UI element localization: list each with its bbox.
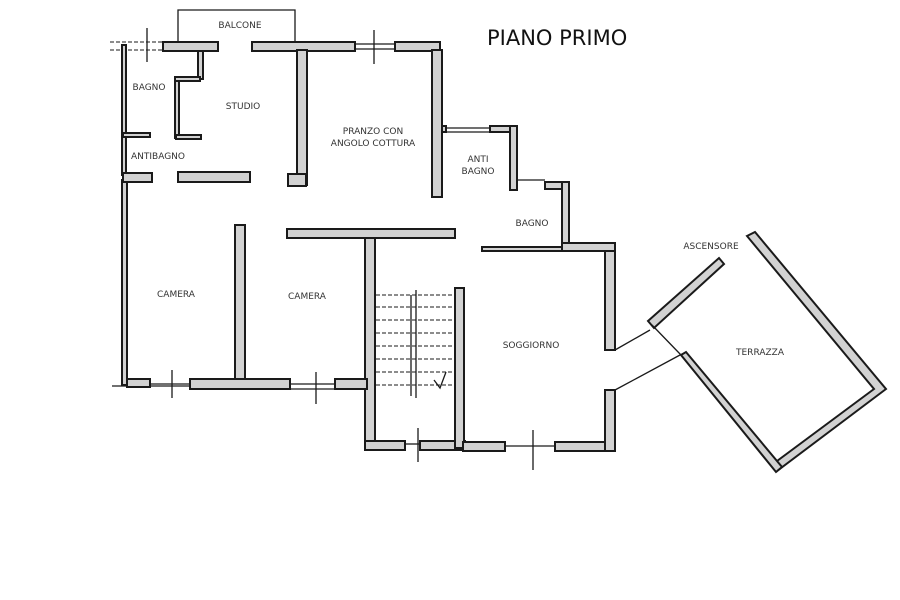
terrace-walls (614, 230, 888, 474)
room-label-bagno: BAGNO (133, 83, 166, 93)
room-label-terrazza: TERRAZZA (735, 348, 785, 358)
room-label-pranzo: PRANZO CON (343, 127, 403, 137)
room-label-camera-1: CAMERA (157, 290, 196, 300)
room-label-anti: ANTI (467, 155, 488, 165)
room-label-anti-bagno: BAGNO (462, 167, 495, 177)
room-label-bagno-2: BAGNO (516, 219, 549, 229)
room-label-antibagno: ANTIBAGNO (131, 152, 185, 162)
room-label-ascensore: ASCENSORE (683, 242, 739, 252)
room-label-soggiorno: SOGGIORNO (503, 341, 560, 351)
room-label-studio: STUDIO (226, 102, 260, 112)
room-label-balcone: BALCONE (218, 21, 261, 31)
room-label-camera-2: CAMERA (288, 292, 327, 302)
balcony-outline (177, 9, 296, 42)
plan-title: PIANO PRIMO (487, 26, 627, 50)
staircase (376, 290, 455, 398)
room-label-angolo-cottura: ANGOLO COTTURA (331, 139, 416, 149)
walls (121, 41, 616, 452)
